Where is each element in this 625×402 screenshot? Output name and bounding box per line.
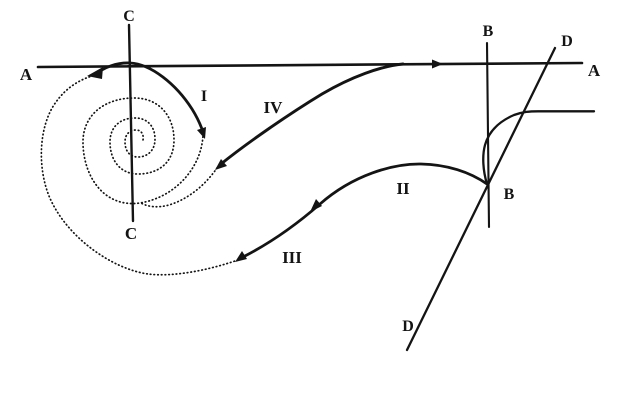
label-c-top: C bbox=[123, 8, 135, 25]
arrow-outer-loop-at-a-icon bbox=[87, 67, 103, 79]
arrow-trajectory-i-end-icon bbox=[197, 127, 206, 139]
line-d-d bbox=[405, 46, 557, 352]
solid-trajectories bbox=[93, 61, 596, 260]
arrow-trajectory-iv-end-icon bbox=[215, 159, 227, 170]
line-c-c bbox=[127, 23, 135, 223]
trajectory-iv bbox=[219, 62, 405, 166]
label-d-top: D bbox=[561, 33, 573, 50]
label-c-bottom: C bbox=[125, 224, 137, 243]
label-curve-iv: IV bbox=[264, 98, 284, 117]
trajectory-i bbox=[93, 61, 205, 134]
label-curve-iii: III bbox=[282, 248, 302, 267]
trajectory-ii-iii bbox=[239, 162, 489, 260]
label-curve-i: I bbox=[201, 88, 207, 105]
switching-lines bbox=[36, 23, 584, 352]
dotted-iv-tail bbox=[140, 167, 218, 208]
figure-labels: C A B D A I IV II B C III D bbox=[20, 8, 601, 335]
label-d-bottom: D bbox=[402, 318, 414, 335]
label-a-left: A bbox=[20, 65, 33, 84]
label-b-bottom: B bbox=[504, 186, 515, 203]
label-curve-ii: II bbox=[396, 179, 410, 198]
arrow-line-a-right-icon bbox=[432, 59, 443, 69]
dotted-outer-loop bbox=[40, 75, 239, 276]
dotted-trajectories bbox=[40, 75, 239, 276]
label-b-top: B bbox=[483, 23, 494, 40]
trajectory-exit-from-b bbox=[482, 110, 596, 186]
direction-arrows bbox=[87, 59, 443, 262]
dotted-spiral bbox=[82, 97, 204, 205]
arrow-trajectory-iii-mid-icon bbox=[310, 199, 322, 212]
arrow-trajectory-iii-end-icon bbox=[235, 251, 247, 262]
label-a-right: A bbox=[588, 61, 601, 80]
